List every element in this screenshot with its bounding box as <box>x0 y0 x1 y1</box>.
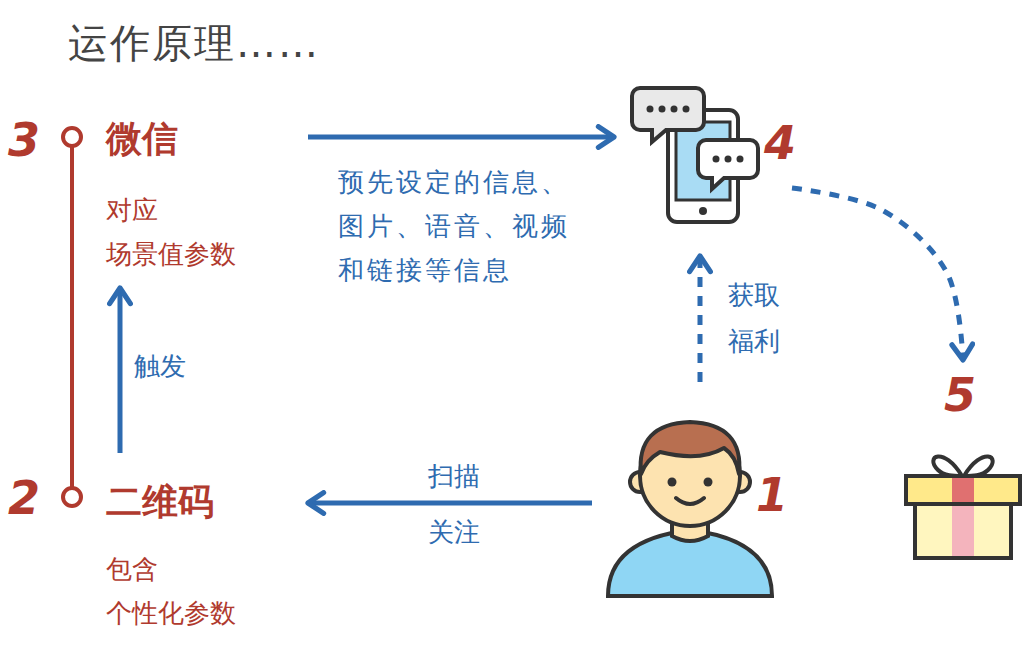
step-number: 1 <box>756 470 788 521</box>
gift-icon <box>906 456 1020 558</box>
gift-step: 5 <box>900 370 1022 562</box>
qrcode-step: 2 二维码包含 个性化参数 <box>0 455 300 645</box>
wechat-step: 3 微信对应 场景值参数 <box>0 95 300 282</box>
timeline-dot <box>63 488 81 506</box>
step-number: 5 <box>944 370 976 421</box>
diagram-title: 运作原理…… <box>68 16 320 71</box>
timeline-line <box>70 282 74 455</box>
timeline-dot <box>63 128 81 146</box>
scan-arrow <box>308 501 592 506</box>
edge-label: 扫描 关注 <box>428 448 492 560</box>
edge-label: 获取 福利 <box>728 272 792 364</box>
send-arrow <box>308 135 614 140</box>
edge-label: 预先设定的信息、图片、语音、视频和链接等信息 <box>338 160 590 292</box>
reward-curve <box>792 188 963 360</box>
step-number: 3 <box>8 115 40 166</box>
step-heading: 二维码 <box>106 480 214 523</box>
phone-icon <box>632 88 758 222</box>
trigger-arrow <box>118 288 123 453</box>
step-heading: 微信 <box>106 117 178 160</box>
phone-step: 4 <box>622 80 810 230</box>
step-note: 对应 场景值参数 <box>106 188 267 276</box>
reward-arrow <box>698 256 703 382</box>
user-step: 1 <box>596 410 796 602</box>
timeline-line <box>70 137 74 282</box>
user-icon <box>608 422 772 596</box>
edge-label: 触发 <box>134 350 186 384</box>
step-number: 4 <box>764 118 796 169</box>
step-note: 包含 个性化参数 <box>106 547 267 635</box>
step-number: 2 <box>8 473 40 524</box>
